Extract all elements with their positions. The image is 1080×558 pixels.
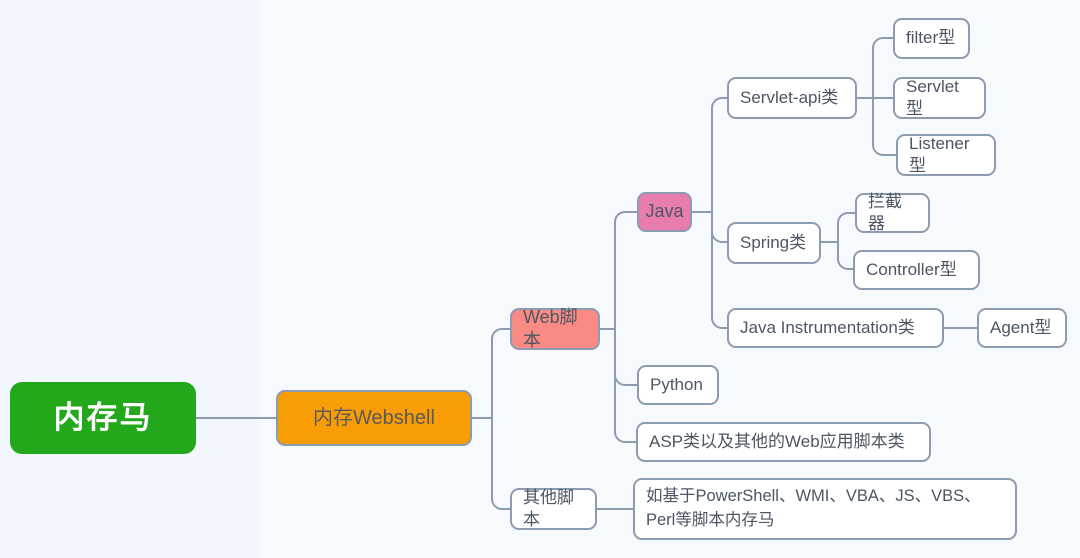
node-java-instrumentation[interactable]: Java Instrumentation类 [727,308,944,348]
node-java-label: Java [645,201,684,222]
node-web-script[interactable]: Web脚本 [510,306,600,350]
node-web-script-label: Web脚本 [523,306,578,350]
node-root[interactable]: 内存马 [10,382,196,454]
node-other-script-detail-label: 如基于PowerShell、WMI、VBA、JS、VBS、Perl等脚本内存马 [646,487,981,529]
node-listener[interactable]: Listener型 [896,134,996,176]
node-asp-label: ASP类以及其他的Web应用脚本类 [649,431,905,451]
node-python[interactable]: Python [637,365,719,405]
node-agent[interactable]: Agent型 [977,308,1067,348]
node-other-script-label: 其他脚本 [523,487,574,529]
node-python-label: Python [650,374,703,394]
node-servlet-api[interactable]: Servlet-api类 [727,77,857,119]
node-agent-label: Agent型 [990,317,1052,337]
node-filter-label: filter型 [906,28,956,48]
node-filter[interactable]: filter型 [893,18,970,59]
node-memory-webshell-label: 内存Webshell [313,407,435,429]
node-servlet[interactable]: Servlet型 [893,77,986,119]
node-other-script[interactable]: 其他脚本 [510,488,597,530]
node-spring[interactable]: Spring类 [727,222,821,264]
node-listener-label: Listener型 [909,133,970,175]
node-controller[interactable]: Controller型 [853,250,980,290]
node-java-instrumentation-label: Java Instrumentation类 [740,317,915,337]
node-controller-label: Controller型 [866,259,957,279]
node-memory-webshell[interactable]: 内存Webshell [276,390,472,446]
node-spring-label: Spring类 [740,232,807,252]
node-asp[interactable]: ASP类以及其他的Web应用脚本类 [636,422,931,462]
node-interceptor-label: 拦截器 [868,191,902,233]
node-servlet-label: Servlet型 [906,76,959,118]
node-servlet-api-label: Servlet-api类 [740,87,839,107]
node-root-label: 内存马 [53,399,153,435]
node-interceptor[interactable]: 拦截器 [855,191,930,233]
node-other-script-detail[interactable]: 如基于PowerShell、WMI、VBA、JS、VBS、Perl等脚本内存马 [633,478,1017,540]
node-java[interactable]: Java [637,192,692,232]
